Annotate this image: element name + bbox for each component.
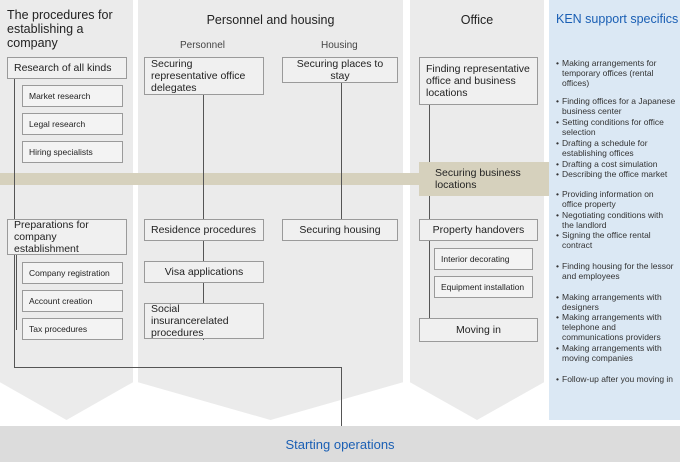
ken-item: •Describing the office market bbox=[556, 169, 668, 179]
equipment-installation-box: Equipment installation bbox=[434, 276, 533, 298]
account-creation-box: Account creation bbox=[22, 290, 123, 312]
securing-places-box: Securing places to stay bbox=[282, 57, 398, 83]
preparations-connector bbox=[16, 240, 17, 330]
ken-support-column bbox=[549, 0, 680, 420]
ken-item: •Making arrangements with moving compani… bbox=[556, 343, 662, 363]
operations-connector bbox=[341, 367, 342, 426]
ken-item: •Negotiating conditions with the landlor… bbox=[556, 210, 664, 230]
starting-operations-bar: Starting operations bbox=[0, 426, 680, 462]
property-handovers-box: Property handovers bbox=[419, 219, 538, 241]
ken-item: •Follow-up after you moving in bbox=[556, 374, 674, 384]
market-research-box: Market research bbox=[22, 85, 123, 107]
ken-item: •Making arrangements with designers bbox=[556, 292, 662, 312]
procedures-title: The procedures for establishing a compan… bbox=[7, 8, 113, 50]
ken-item: •Drafting a schedule for establishing of… bbox=[556, 138, 648, 158]
ken-support-title: KEN support specifics bbox=[556, 12, 679, 26]
ken-item: •Drafting a cost simulation bbox=[556, 159, 658, 169]
ken-item: •Finding housing for the lessor and empl… bbox=[556, 261, 674, 281]
main-horizontal-connector bbox=[14, 367, 341, 368]
hiring-specialists-box: Hiring specialists bbox=[22, 141, 123, 163]
social-insurance-box: Social insurancerelated procedures bbox=[144, 303, 264, 339]
finding-office-box: Finding representative office and busine… bbox=[419, 57, 538, 105]
visa-applications-box: Visa applications bbox=[144, 261, 264, 283]
business-location-band bbox=[0, 173, 549, 185]
personnel-connector bbox=[203, 95, 204, 340]
ken-item: •Making arrangements with telephone and … bbox=[556, 312, 662, 342]
housing-connector bbox=[341, 82, 342, 222]
ken-item: •Signing the office rental contract bbox=[556, 230, 651, 250]
starting-operations-label: Starting operations bbox=[285, 436, 395, 452]
tax-procedures-box: Tax procedures bbox=[22, 318, 123, 340]
interior-decorating-box: Interior decorating bbox=[434, 248, 533, 270]
moving-in-box: Moving in bbox=[419, 318, 538, 342]
residence-procedures-box: Residence procedures bbox=[144, 219, 264, 241]
ken-item: •Setting conditions for office selection bbox=[556, 117, 664, 137]
securing-business-locations-box: Securing business locations bbox=[419, 162, 549, 196]
office-title: Office bbox=[460, 13, 494, 27]
personnel-housing-title: Personnel and housing bbox=[206, 13, 335, 27]
company-registration-box: Company registration bbox=[22, 262, 123, 284]
ken-item: •Making arrangements for temporary offic… bbox=[556, 58, 657, 88]
research-box: Research of all kinds bbox=[7, 57, 127, 79]
ken-item: •Finding offices for a Japanese business… bbox=[556, 96, 676, 116]
legal-research-box: Legal research bbox=[22, 113, 123, 135]
office-connector bbox=[429, 104, 430, 329]
securing-housing-box: Securing housing bbox=[282, 219, 398, 241]
ken-item: •Providing information on office propert… bbox=[556, 189, 654, 209]
housing-subtitle: Housing bbox=[321, 40, 358, 51]
personnel-subtitle: Personnel bbox=[180, 40, 226, 51]
securing-delegates-box: Securing representative office delegates bbox=[144, 57, 264, 95]
preparations-box: Preparations for company establishment bbox=[7, 219, 127, 255]
